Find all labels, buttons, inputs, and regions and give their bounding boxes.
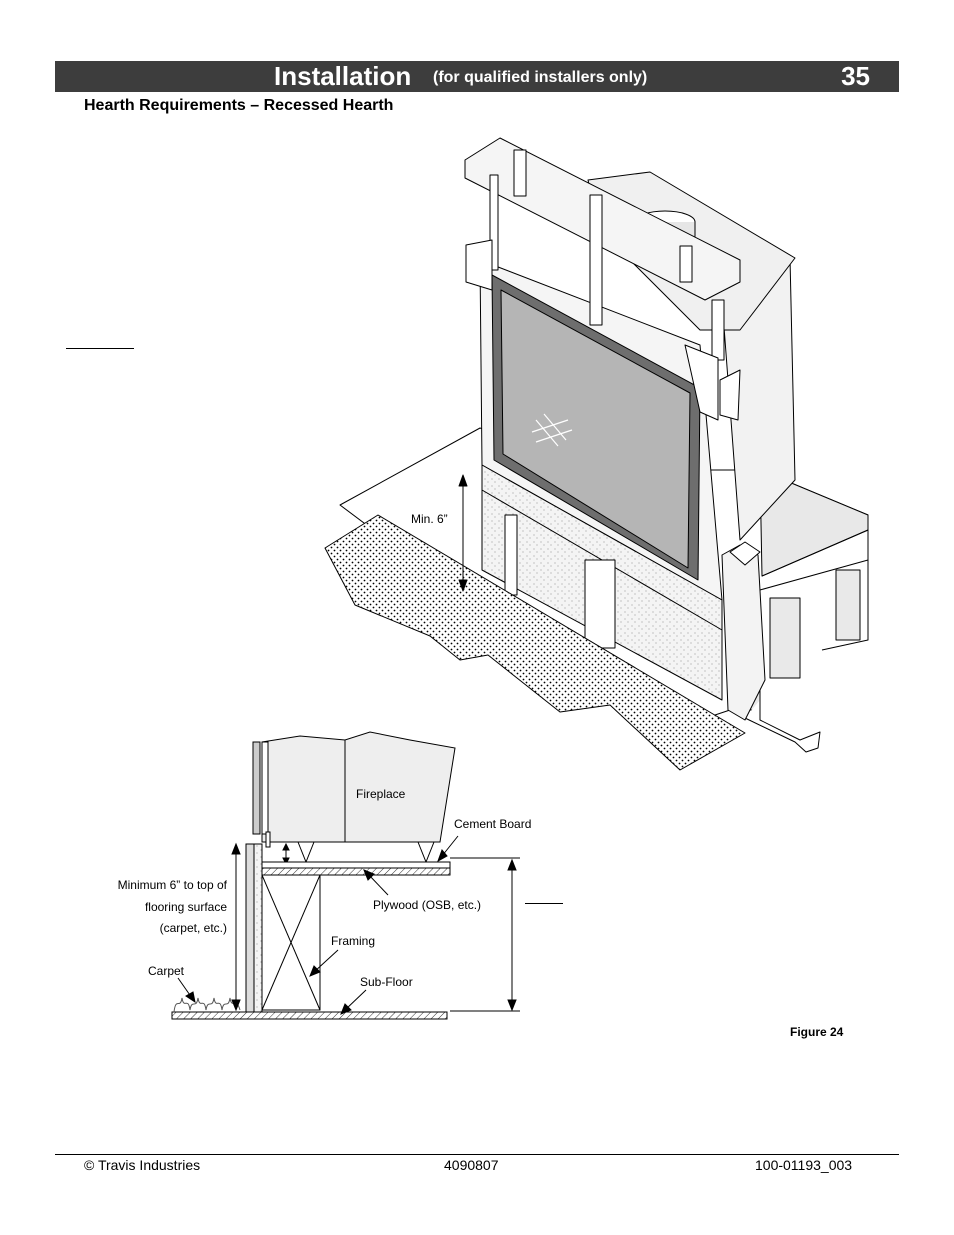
footer-part-number: 100-01193_003	[755, 1157, 853, 1173]
glass-mark-icon	[531, 413, 573, 447]
deck-post	[769, 597, 801, 679]
page-header-bar: Installation (for qualified installers o…	[55, 61, 899, 92]
glass-door-pane	[500, 289, 691, 569]
bracket-strap	[513, 149, 527, 197]
cement-board-label: Cement Board	[454, 817, 532, 831]
bracket-strap	[589, 194, 603, 326]
header-subtitle: (for qualified installers only)	[433, 69, 648, 86]
footer-rule	[55, 1154, 899, 1155]
isometric-view	[324, 137, 869, 771]
front-corner-post	[721, 544, 766, 721]
footer-doc-number: 4090807	[444, 1157, 499, 1173]
section-view	[171, 731, 520, 1020]
minimum-6-label-line1: Minimum 6” to top of	[117, 878, 227, 892]
fireplace-label: Fireplace	[356, 787, 406, 801]
section-heading: Hearth Requirements – Recessed Hearth	[84, 97, 394, 114]
minimum-6-label-line2: flooring surface	[144, 900, 227, 914]
cement-board	[257, 861, 451, 869]
figure-caption: Figure 24	[790, 1025, 844, 1039]
plywood-label: Plywood (OSB, etc.)	[373, 898, 482, 912]
carpet-label: Carpet	[148, 964, 185, 978]
left-rule-line	[66, 348, 134, 349]
framing-label: Framing	[331, 934, 376, 948]
sub-floor	[171, 1011, 448, 1020]
fireplace-body	[261, 731, 456, 843]
footer-copyright: © Travis Industries	[84, 1157, 201, 1173]
deck-post	[835, 569, 861, 641]
mid-rule-line	[525, 903, 563, 904]
header-title: Installation	[274, 61, 412, 91]
carpet	[173, 997, 241, 1013]
bracket-strap	[679, 245, 693, 283]
plywood-layer	[257, 867, 451, 876]
minimum-6-label-line3: (carpet, etc.)	[159, 921, 227, 935]
min-6-dimension-arrow	[458, 474, 468, 592]
sub-floor-label: Sub-Floor	[360, 975, 413, 989]
bracket-strap	[711, 299, 725, 361]
page-number: 35	[841, 61, 870, 91]
iso-min-6-label: Min. 6”	[411, 512, 448, 526]
recessed-hearth	[324, 514, 746, 771]
